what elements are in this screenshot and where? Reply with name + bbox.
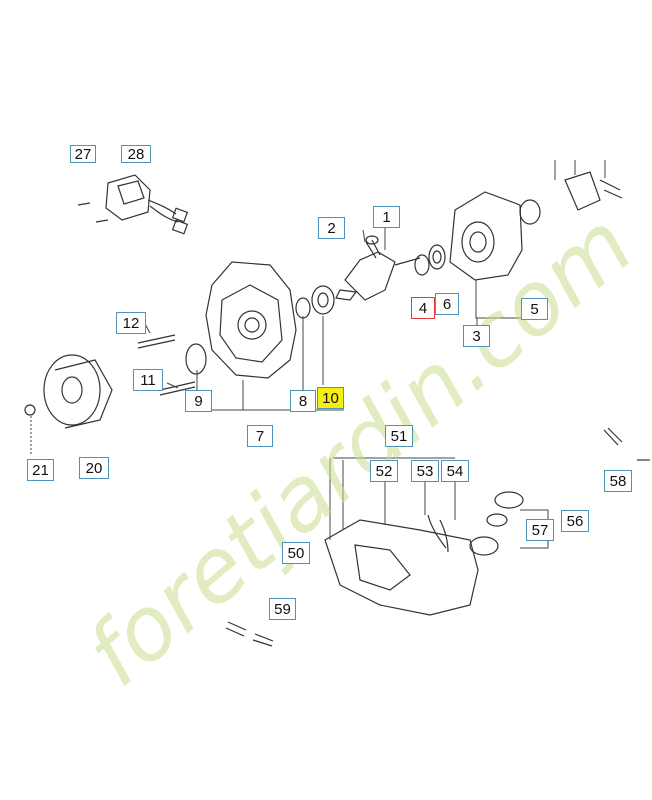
part-label-53[interactable]: 53 [411, 460, 439, 482]
crankshaft-part [335, 235, 421, 301]
seal-part [295, 297, 311, 319]
ignition-coil-part [77, 174, 189, 235]
part-label-50[interactable]: 50 [282, 542, 310, 564]
part-label-57[interactable]: 57 [526, 519, 554, 541]
part-label-1[interactable]: 1 [373, 206, 400, 228]
part-label-6[interactable]: 6 [435, 293, 459, 315]
crankcase-right-part [449, 191, 523, 281]
part-label-2[interactable]: 2 [318, 217, 345, 239]
flywheel-part [43, 354, 113, 429]
part-label-3[interactable]: 3 [463, 325, 490, 347]
crankcase-left-part [205, 261, 297, 379]
part-label-21[interactable]: 21 [27, 459, 54, 481]
part-label-5[interactable]: 5 [521, 298, 548, 320]
part-label-54[interactable]: 54 [441, 460, 469, 482]
part-label-9[interactable]: 9 [185, 390, 212, 412]
part-label-59[interactable]: 59 [269, 598, 296, 620]
part-label-8[interactable]: 8 [290, 390, 316, 412]
part-label-52[interactable]: 52 [370, 460, 398, 482]
bearing-part [311, 285, 335, 315]
part-label-4[interactable]: 4 [411, 297, 435, 319]
part-label-58[interactable]: 58 [604, 470, 632, 492]
part-label-11[interactable]: 11 [133, 369, 163, 391]
part-label-10-highlighted[interactable]: 10 [317, 387, 344, 409]
fuel-tank-part [324, 519, 499, 616]
part-label-20[interactable]: 20 [79, 457, 109, 479]
part-label-51[interactable]: 51 [385, 425, 413, 447]
part-label-28[interactable]: 28 [121, 145, 151, 163]
part-label-12[interactable]: 12 [116, 312, 146, 334]
part-label-56[interactable]: 56 [561, 510, 589, 532]
part-label-27[interactable]: 27 [70, 145, 96, 163]
part-label-7[interactable]: 7 [247, 425, 273, 447]
